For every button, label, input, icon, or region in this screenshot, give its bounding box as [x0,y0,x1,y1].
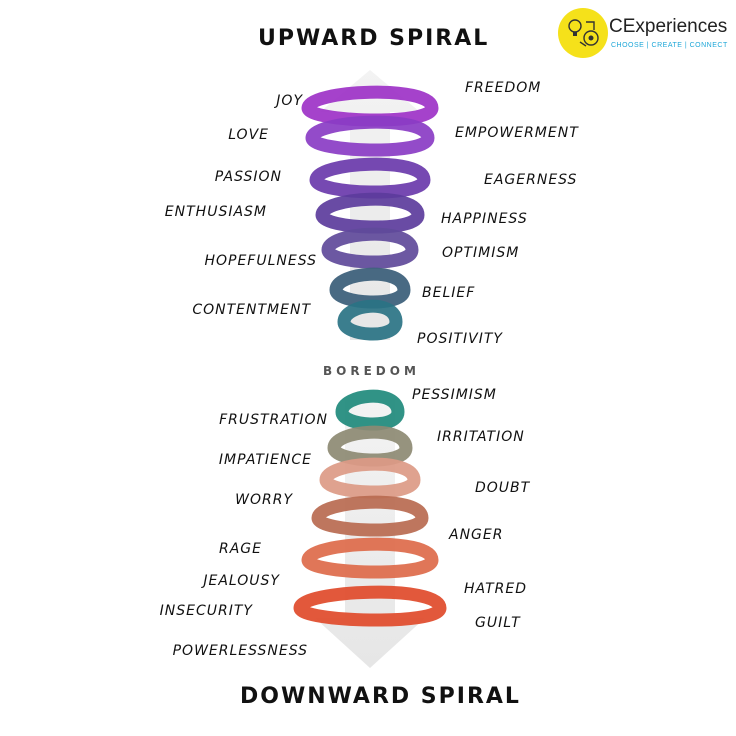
spiral-coil [327,425,413,467]
spiral-coil [301,85,439,127]
spiral-coil [315,192,425,234]
emotion-label-right: BELIEF [422,285,476,301]
emotion-label-left: FRUSTRATION [219,412,328,428]
spiral-coil [337,299,403,341]
emotion-label-left: JEALOUSY [203,573,280,589]
spiral-coil [319,457,421,499]
emotion-label-right: HATRED [464,581,527,597]
emotion-label-right: PESSIMISM [412,387,497,403]
emotion-label-right: GUILT [475,615,521,631]
boredom-label: BOREDOM [323,364,420,378]
spiral-coil [293,585,447,627]
logo: CExperiences CHOOSE | CREATE | CONNECT [558,8,736,58]
emotion-label-left: IMPATIENCE [218,452,312,468]
emotion-label-right: OPTIMISM [442,245,520,261]
spiral-coil [305,115,435,157]
emotion-label-right: EMPOWERMENT [455,125,579,141]
downward-spiral-title: DOWNWARD SPIRAL [240,684,521,709]
emotion-label-left: ENTHUSIASM [164,204,267,220]
emotion-label-right: ANGER [449,527,504,543]
emotion-label-left: CONTENTMENT [192,302,311,318]
spiral-coil [335,389,405,431]
emotion-label-right: DOUBT [475,480,531,496]
spiral-coil [301,537,439,579]
emotion-label-right: IRRITATION [437,429,525,445]
emotion-label-left: LOVE [228,127,269,143]
lightbulb-icon [558,8,608,58]
emotion-label-right: EAGERNESS [484,172,578,188]
emotion-label-right: HAPPINESS [441,211,528,227]
emotion-label-right: POSITIVITY [417,331,503,347]
emotion-label-left: WORRY [235,492,293,508]
emotion-label-left: JOY [276,93,303,109]
emotion-label-left: HOPEFULNESS [204,253,317,269]
spiral-coil [329,267,411,309]
emotion-label-left: INSECURITY [159,603,253,619]
spiral-coil [311,495,429,537]
emotion-label-left: RAGE [219,541,262,557]
brand-tagline: CHOOSE | CREATE | CONNECT [611,42,728,49]
upward-spiral-title: UPWARD SPIRAL [258,26,490,51]
spiral-coil [309,157,431,199]
brand-name: CExperiences [609,16,728,37]
emotion-label-right: FREEDOM [465,80,542,96]
emotion-label-left: POWERLESSNESS [172,643,308,659]
emotion-label-left: PASSION [214,169,282,185]
spiral-coil [321,227,419,269]
